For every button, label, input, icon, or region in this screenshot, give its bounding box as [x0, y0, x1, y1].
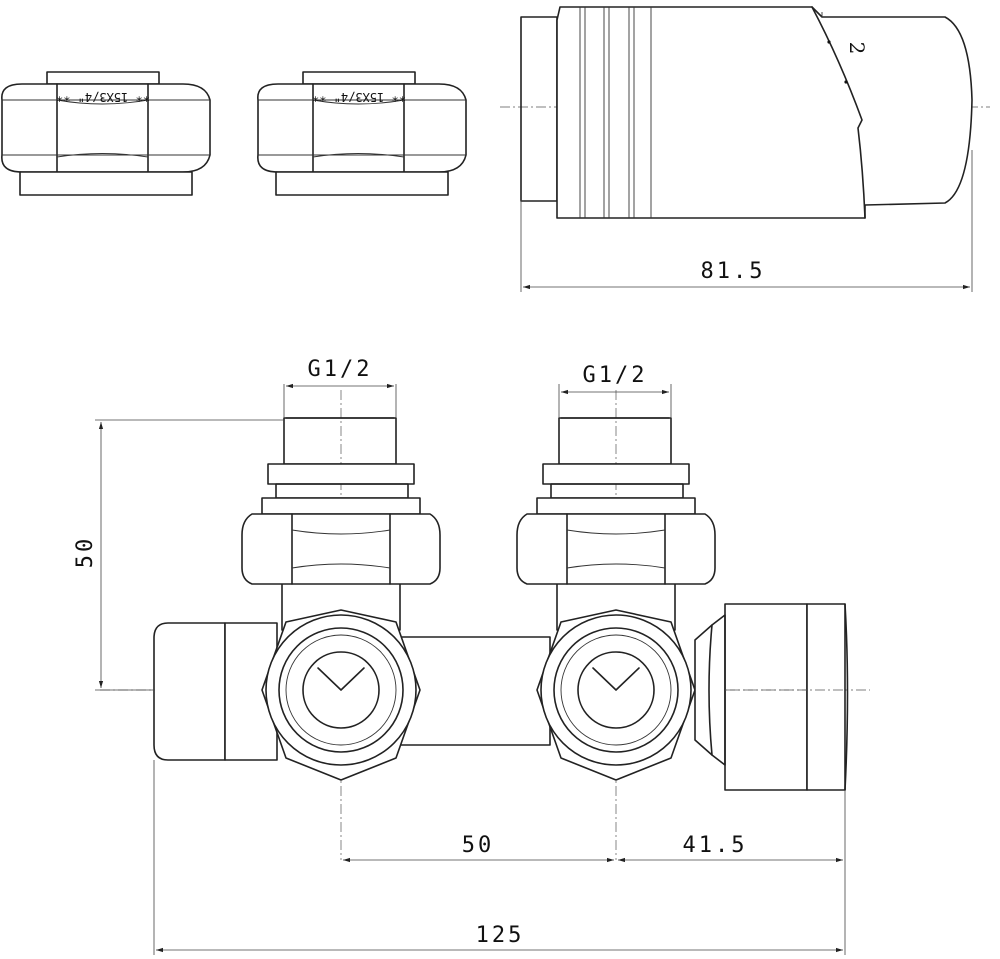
port-nut-left [261, 609, 421, 781]
port-nut-right [536, 609, 696, 781]
tailpiece-left [241, 417, 441, 585]
thread-left-dimension: G1/2 [283, 357, 397, 418]
nut-marking-right: ** 15X3/4" ** [312, 90, 406, 104]
height-dimension: 50 [73, 419, 284, 691]
thread-left-label: G1/2 [308, 357, 373, 382]
nut-marking-left: ** 15X3/4" ** [56, 90, 150, 104]
thermostat-length-label: 81.5 [701, 259, 766, 284]
overall-width-label: 125 [476, 923, 525, 948]
center-distance-label: 50 [462, 833, 495, 858]
thread-right-dimension: G1/2 [558, 363, 672, 418]
valve-body [100, 390, 870, 860]
thermostat-head: 2 [500, 6, 990, 219]
height-label: 50 [73, 536, 98, 569]
thermostat-scale-label: 2 [845, 42, 869, 55]
thermostat-length-dimension: 81.5 [520, 150, 973, 292]
right-offset-dimension: 41.5 [618, 790, 846, 866]
center-distance-dimension: 50 [343, 833, 614, 863]
compression-nut-right: ** 15X3/4" ** [257, 71, 467, 196]
compression-nut-left: ** 15X3/4" ** [1, 71, 211, 196]
thread-right-label: G1/2 [583, 363, 648, 388]
right-offset-label: 41.5 [683, 833, 748, 858]
overall-width-dimension: 125 [153, 760, 846, 955]
valve-cap-right [694, 603, 849, 791]
tailpiece-right [516, 417, 716, 585]
